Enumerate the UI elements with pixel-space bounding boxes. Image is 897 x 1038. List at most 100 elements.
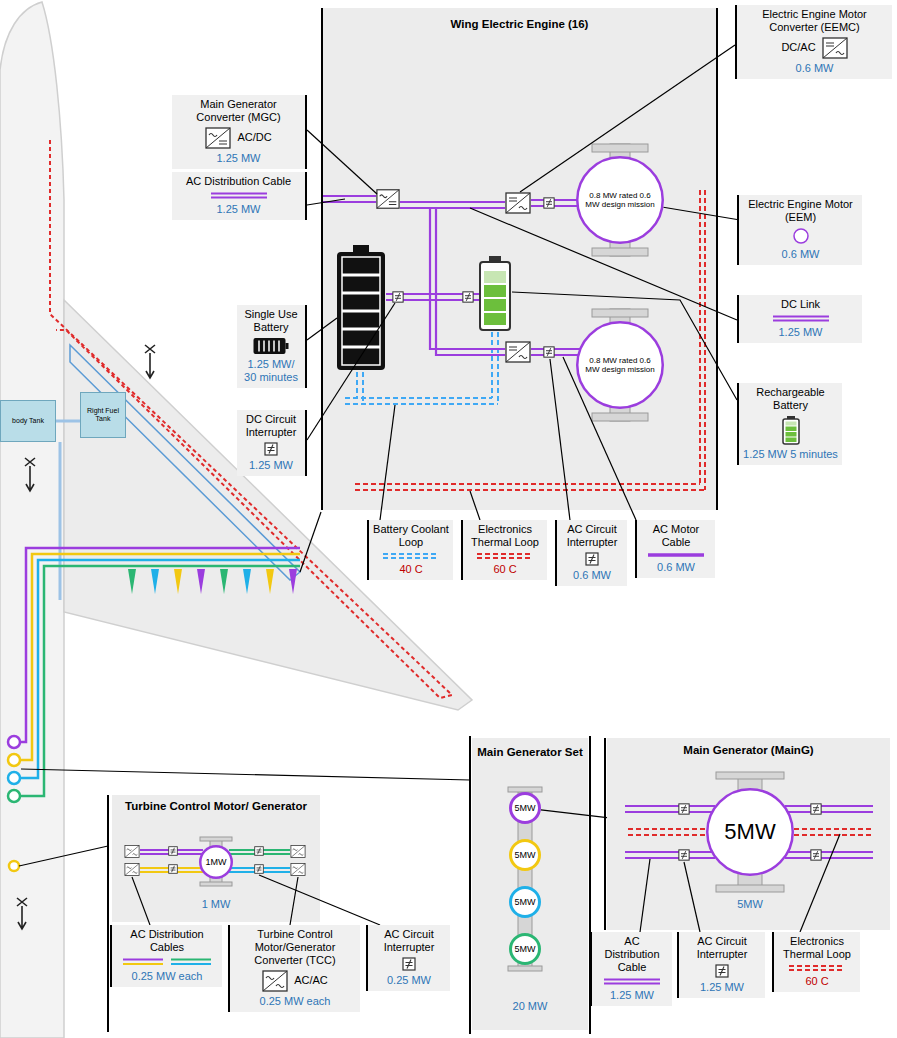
battery-symbol bbox=[783, 419, 799, 444]
rechargeable-battery bbox=[484, 299, 506, 311]
turbine-control-panel bbox=[255, 865, 264, 874]
fuselage bbox=[0, 2, 64, 1038]
cable-symbol bbox=[211, 191, 267, 200]
leader-line bbox=[19, 846, 108, 866]
wing-electric-engine-panel bbox=[716, 8, 718, 510]
conversion-type: DC/AC bbox=[781, 41, 815, 54]
rechargeable-battery bbox=[480, 256, 510, 330]
cable-symbol bbox=[121, 957, 213, 967]
component-name: AC Motor Cable bbox=[641, 523, 711, 549]
symbol-slot bbox=[743, 314, 858, 323]
main-generator-set-panel bbox=[508, 787, 542, 792]
tank-label: body Tank bbox=[12, 417, 44, 425]
turbine-control-panel bbox=[125, 846, 139, 858]
propeller-symbol bbox=[17, 898, 27, 929]
component-name: Turbine Control Motor/Generator Converte… bbox=[234, 928, 356, 967]
component-name: Single Use Battery bbox=[241, 308, 301, 334]
wing-engines bbox=[243, 569, 251, 594]
coolant-loop-symbol bbox=[383, 554, 439, 558]
symbol-slot bbox=[778, 964, 856, 972]
connector-line bbox=[541, 810, 607, 818]
rating-value: 0.6 MW bbox=[743, 248, 858, 261]
component-name: Rechargeable Battery bbox=[743, 386, 838, 412]
symbol-row: DC/AC bbox=[741, 37, 888, 59]
converter-symbol bbox=[262, 970, 288, 992]
system-panel: Turbine Control Motor/ Generator1 MW1MW bbox=[112, 795, 320, 922]
power-wiring bbox=[531, 200, 582, 206]
power-cables bbox=[20, 548, 300, 742]
wing-electric-engine-panel bbox=[544, 347, 554, 357]
turbine-control-panel bbox=[200, 837, 232, 841]
leader-line bbox=[550, 359, 570, 520]
battery-symbol bbox=[785, 421, 796, 425]
leader-line bbox=[19, 45, 840, 932]
symbol-slot bbox=[467, 552, 543, 560]
generator-circle: 5MW bbox=[706, 788, 794, 876]
leader-line bbox=[470, 491, 480, 520]
cable-symbol bbox=[648, 553, 704, 557]
fuselage-generators bbox=[8, 736, 20, 748]
circle-outline bbox=[511, 841, 540, 870]
single-use-battery bbox=[337, 245, 385, 370]
component-name: AC Distribution Cable bbox=[176, 175, 301, 188]
fuel-lines bbox=[70, 345, 300, 580]
rating-value: 0.25 MW each bbox=[116, 970, 218, 983]
component-name: AC Distribution Cable bbox=[596, 935, 668, 974]
power-cables bbox=[20, 560, 300, 778]
single-use-battery bbox=[342, 257, 380, 365]
rating-value: 1 MW bbox=[166, 898, 266, 911]
symbol-slot bbox=[641, 552, 711, 558]
text-slot: Main Generator Set bbox=[476, 746, 584, 760]
power-wiring bbox=[400, 202, 505, 208]
wing-electric-engine-panel bbox=[322, 8, 717, 510]
main-generator-panel bbox=[716, 885, 784, 892]
wing-engines bbox=[174, 569, 182, 594]
callout-box: AC Circuit Interrupter0.6 MW bbox=[555, 520, 627, 586]
rating-value: 1.25 MW bbox=[743, 326, 858, 339]
leader-line bbox=[380, 405, 395, 520]
panel-title: Main Generator Set bbox=[476, 746, 584, 760]
cable-symbol bbox=[171, 963, 211, 965]
fuselage-generators bbox=[8, 754, 20, 766]
cable-symbol bbox=[773, 316, 829, 320]
motor-symbol bbox=[794, 229, 808, 243]
tank-label: Right Fuel Tank bbox=[81, 407, 125, 422]
motor-mount bbox=[592, 413, 648, 421]
main-generator-set-panel bbox=[470, 736, 590, 1034]
component-name: DC Link bbox=[743, 298, 858, 311]
rating-value: 0.25 MW each bbox=[234, 995, 356, 1008]
main-generator-set-panel bbox=[469, 736, 471, 1034]
power-cables bbox=[20, 566, 300, 796]
motor-symbol bbox=[792, 227, 810, 245]
generator-circle: 5MW bbox=[509, 933, 541, 965]
rechargeable-battery bbox=[484, 313, 506, 325]
battery-symbol bbox=[785, 437, 796, 442]
generator-circle: 5MW bbox=[509, 839, 541, 871]
component-name: AC Circuit Interrupter bbox=[561, 523, 623, 549]
motor-generator-circle: 1MW bbox=[199, 845, 233, 879]
single-use-battery bbox=[353, 245, 369, 253]
rating-value: 0.25 MW bbox=[372, 974, 446, 987]
battery-symbol bbox=[785, 426, 796, 431]
main-generator-panel bbox=[607, 738, 890, 930]
conversion-type: AC/AC bbox=[294, 974, 328, 987]
circle-outline bbox=[511, 888, 540, 917]
symbol-slot bbox=[241, 442, 301, 456]
cable-symbol bbox=[123, 958, 163, 960]
coolant-loop-symbol bbox=[383, 552, 439, 560]
converter-symbol bbox=[205, 127, 231, 149]
component-name: DC Circuit Interrupter bbox=[241, 413, 301, 439]
fuel-lines bbox=[56, 420, 80, 423]
rating-value: 5MW bbox=[700, 898, 800, 911]
symbol-slot bbox=[373, 552, 449, 560]
main-generator-set-panel bbox=[472, 738, 588, 1030]
cable-symbol bbox=[604, 979, 660, 983]
main-generator-panel bbox=[679, 850, 689, 860]
panel-title: Main Generator (MainG) bbox=[607, 744, 890, 758]
circle-label: 5MW bbox=[515, 850, 536, 860]
battery-symbol bbox=[286, 343, 289, 349]
wing-engines bbox=[197, 569, 205, 594]
